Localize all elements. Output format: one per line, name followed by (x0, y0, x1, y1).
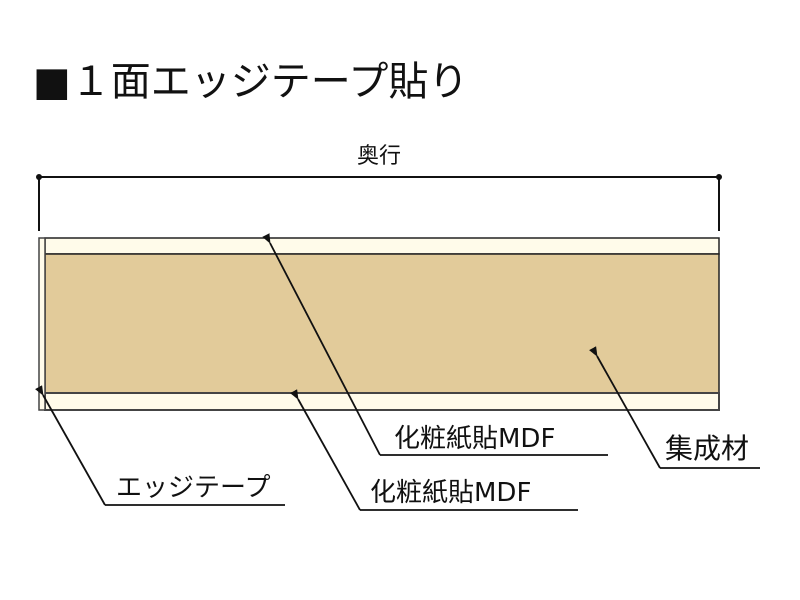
title: ■１面エッジテープ貼り (33, 62, 468, 102)
label-bottom-mdf: 化粧紙貼MDF (370, 478, 532, 508)
dimension-line (36, 174, 722, 231)
label-edge-tape: エッジテープ (116, 473, 271, 503)
label-core: 集成材 (665, 432, 750, 465)
top-mdf-layer (44, 237, 720, 255)
core-layer (44, 253, 720, 394)
dimension-label: 奥行 (357, 144, 402, 169)
bottom-mdf-layer (44, 392, 720, 411)
title-text: １面エッジテープ貼り (70, 59, 469, 105)
label-top-mdf: 化粧紙貼MDF (394, 424, 556, 454)
title-bullet: ■ (33, 59, 71, 105)
edge-tape-layer (38, 237, 46, 411)
